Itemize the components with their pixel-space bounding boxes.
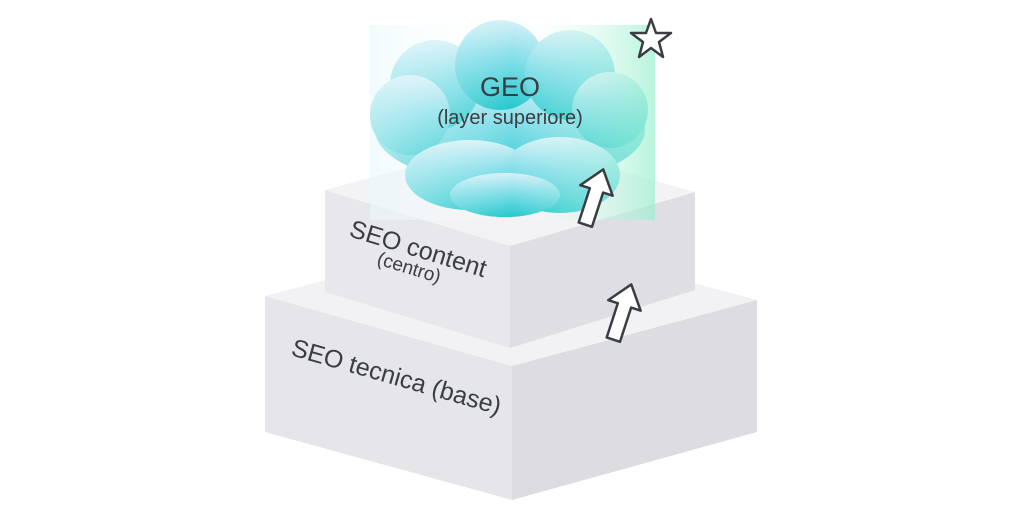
- geo-cloud: GEO (layer superiore): [370, 20, 655, 220]
- top-layer-sublabel: (layer superiore): [437, 107, 583, 129]
- star-icon: [629, 17, 673, 59]
- top-layer-label: GEO: [480, 72, 540, 102]
- arrow-up-icon: [605, 283, 642, 344]
- arrow-up-icon: [577, 168, 614, 229]
